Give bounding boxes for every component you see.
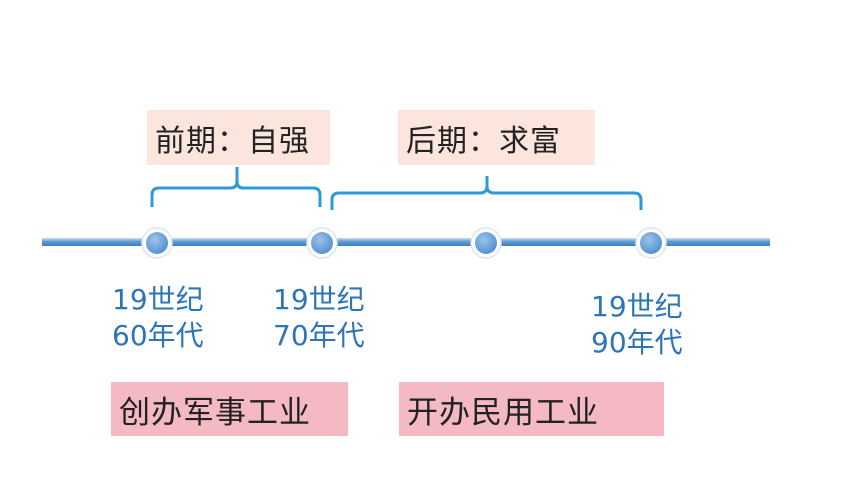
- timeline-dot-1870s: [306, 227, 338, 259]
- early-phase-bracket: [150, 167, 322, 207]
- timeline-axis: [42, 238, 770, 246]
- early-phase-label: 前期：自强: [147, 110, 330, 165]
- timeline-dot-1860s: [141, 227, 173, 259]
- late-phase-bracket: [330, 176, 643, 210]
- military-industry-label: 创办军事工业: [111, 382, 348, 436]
- date-1890s-century: 19世纪: [591, 290, 683, 323]
- date-label-1890s: 19世纪 90年代: [591, 289, 683, 361]
- civil-industry-label: 开办民用工业: [399, 382, 664, 436]
- date-1890s-decade: 90年代: [591, 326, 683, 359]
- date-1860s-decade: 60年代: [112, 319, 204, 352]
- date-label-1870s: 19世纪 70年代: [273, 282, 365, 354]
- date-1870s-decade: 70年代: [273, 319, 365, 352]
- late-phase-label: 后期：求富: [398, 110, 595, 165]
- timeline-dot-middle: [470, 227, 502, 259]
- date-1870s-century: 19世纪: [273, 283, 365, 316]
- date-1860s-century: 19世纪: [112, 283, 204, 316]
- timeline-dot-1890s: [635, 227, 667, 259]
- date-label-1860s: 19世纪 60年代: [112, 282, 204, 354]
